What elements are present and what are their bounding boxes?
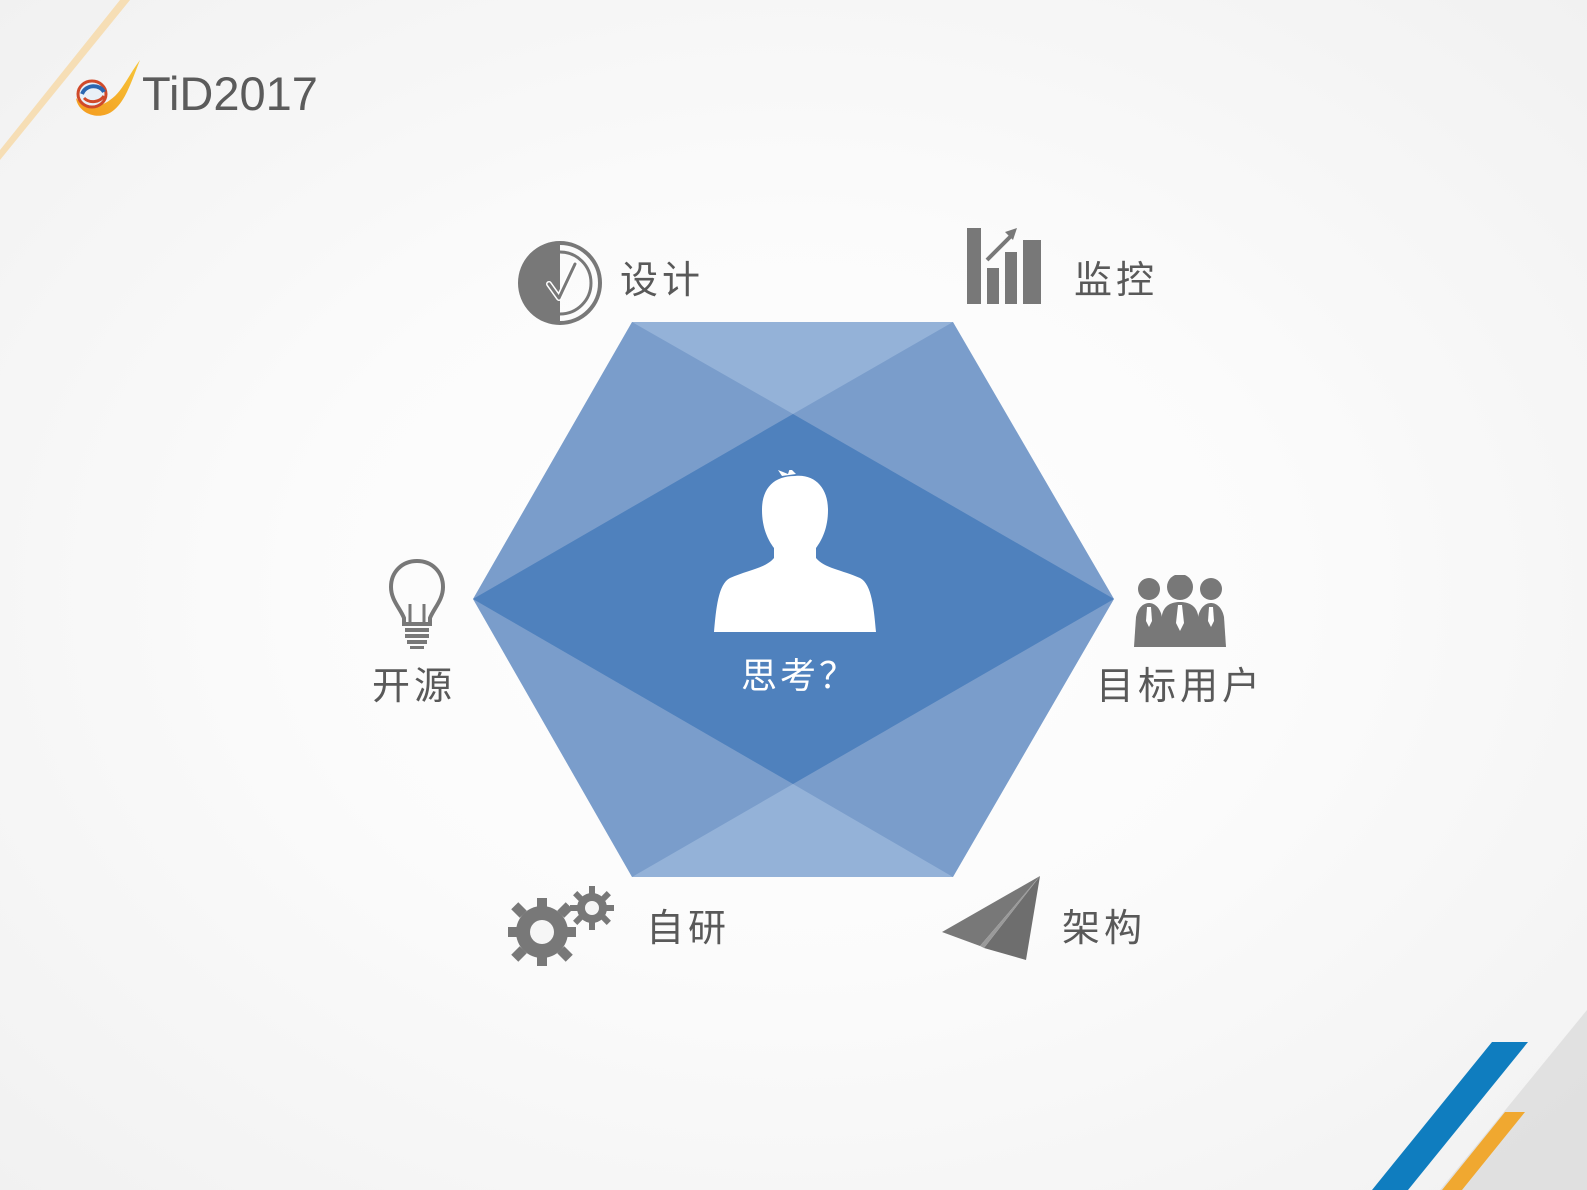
hexagon-top-facet: [632, 322, 953, 414]
gears-icon: [508, 886, 614, 966]
node-label-in-house: 自研: [646, 906, 731, 950]
node-label-monitor: 监控: [1074, 258, 1159, 302]
clock-check-icon: [518, 241, 602, 325]
node-label-open-source: 开源: [372, 664, 457, 708]
tid-logo: TiD2017: [70, 52, 350, 124]
bottom-right-gray-band: [1440, 1010, 1587, 1190]
flame-swoosh-logo-icon: [76, 60, 140, 116]
logo-text: TiD2017: [142, 67, 318, 120]
bottom-right-orange-stripe: [1442, 1112, 1525, 1190]
node-label-target-users: 目标用户: [1096, 664, 1265, 708]
person-silhouette-icon: [714, 470, 876, 632]
user-group-icon: [1134, 575, 1226, 647]
lightbulb-icon: [388, 558, 446, 649]
bar-chart-growth-icon: [967, 228, 1041, 304]
center-label: 思考？: [741, 656, 859, 697]
top-left-stripe: [0, 0, 130, 160]
paper-plane-icon: [942, 876, 1040, 960]
node-label-architecture: 架构: [1062, 906, 1147, 950]
bottom-right-blue-stripe: [1372, 1042, 1528, 1190]
hexagon-bottom-facet: [632, 784, 953, 877]
node-label-design: 设计: [620, 258, 705, 302]
